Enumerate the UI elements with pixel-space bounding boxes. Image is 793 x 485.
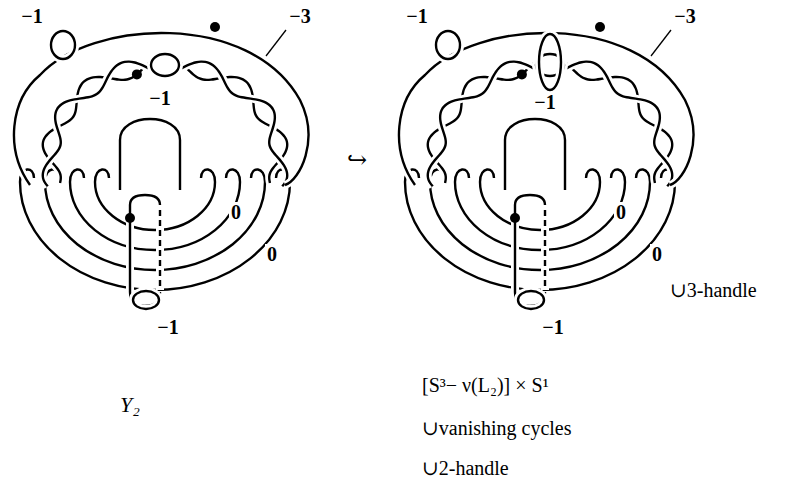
attaching-curve — [455, 169, 625, 250]
attaching-curve — [430, 169, 650, 270]
caption-text: Y₂ — [118, 394, 142, 416]
one-handle-dot — [595, 22, 605, 32]
attaching-curve — [20, 169, 290, 290]
inclusion-symbol: ↪ — [345, 148, 369, 172]
caption-text: [S³− ν(L₂)] × S¹ — [420, 375, 551, 395]
attaching-curve — [45, 169, 265, 270]
one-handle-dot — [517, 69, 527, 79]
attaching-curve — [405, 169, 675, 290]
crossing-gap — [20, 169, 290, 290]
caption-text: ∪vanishing cycles — [420, 418, 574, 438]
crossing-gap — [133, 291, 159, 309]
hidden-strand — [544, 210, 546, 290]
meridian-circle — [518, 291, 544, 309]
framing-number: −3 — [287, 6, 312, 26]
caption-text: ∪3-handle — [668, 280, 759, 300]
crossing-gap — [51, 31, 75, 59]
crossing-gap — [541, 210, 549, 290]
one-handle-dot — [132, 69, 142, 79]
framing-number: −1 — [540, 317, 565, 337]
hidden-strand — [159, 210, 161, 290]
framing-number: −1 — [532, 92, 557, 112]
extra-circle — [539, 34, 561, 90]
framing-number: 0 — [650, 244, 664, 264]
crossing-gap — [151, 54, 179, 76]
crossing-gap — [120, 119, 180, 190]
one-handle-dot — [210, 22, 220, 32]
crossing-gap — [455, 169, 625, 250]
crossing-gap — [405, 169, 675, 290]
crossing-gap — [539, 34, 561, 90]
framing-number: −3 — [672, 6, 697, 26]
meridian-circle — [151, 54, 179, 76]
crossing-gap — [518, 291, 544, 309]
leader-line — [651, 30, 671, 56]
framing-number: −1 — [155, 317, 180, 337]
framing-number: 0 — [265, 244, 279, 264]
crossing-gap — [430, 169, 650, 270]
meridian-circle — [436, 31, 460, 59]
framing-number: 0 — [229, 202, 243, 222]
attaching-curve — [70, 169, 240, 250]
arch-strand — [505, 119, 565, 190]
arch-strand — [120, 119, 180, 190]
framing-number: −1 — [147, 88, 172, 108]
framing-number: 0 — [614, 202, 628, 222]
meridian-circle — [133, 291, 159, 309]
crossing-gap — [436, 31, 460, 59]
crossing-gap — [70, 169, 240, 250]
crossing-gap — [505, 119, 565, 190]
crossing-gap — [45, 169, 265, 270]
leader-line — [266, 30, 286, 56]
kirby-diagram — [399, 22, 693, 309]
kirby-diagram — [14, 22, 308, 309]
meridian-circle — [51, 31, 75, 59]
caption-text: ∪2-handle — [420, 458, 511, 478]
crossing-gap — [156, 210, 164, 290]
one-handle-dot — [510, 213, 520, 223]
framing-number: −1 — [404, 6, 429, 26]
framing-number: −1 — [19, 6, 44, 26]
one-handle-dot — [125, 213, 135, 223]
